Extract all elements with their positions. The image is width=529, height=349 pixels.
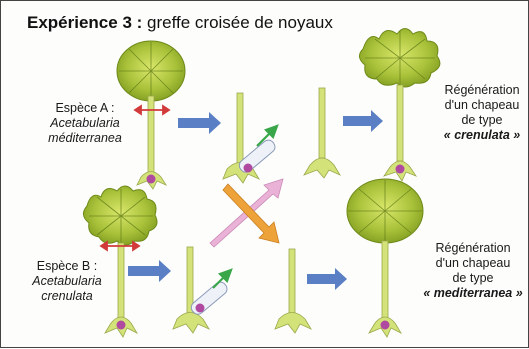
arrow-a-step2 bbox=[343, 110, 383, 132]
alga-b-stalk-rhizoid bbox=[173, 247, 229, 333]
label-result-top: Régénération d'un chapeau de type « cren… bbox=[437, 83, 527, 143]
species-a-name: méditerranea bbox=[48, 131, 122, 145]
alga-a-grafted-stalk bbox=[304, 88, 340, 178]
result-top-line2: d'un chapeau bbox=[437, 98, 527, 113]
alga-b-regenerated bbox=[347, 179, 423, 337]
label-result-bottom: Régénération d'un chapeau de type « medi… bbox=[419, 241, 527, 301]
result-top-line1: Régénération bbox=[437, 83, 527, 98]
label-species-a: Espèce A : Acetabularia méditerranea bbox=[41, 101, 129, 146]
species-a-genus: Acetabularia bbox=[50, 116, 120, 130]
species-b-genus: Acetabularia bbox=[32, 274, 102, 288]
arrow-a-step1 bbox=[178, 112, 221, 134]
title-bold: Expérience 3 : bbox=[27, 13, 142, 32]
label-species-b: Espèce B : Acetabularia crenulata bbox=[23, 259, 111, 304]
result-bottom-type: « mediterranea » bbox=[423, 286, 522, 300]
result-bottom-line2: d'un chapeau bbox=[419, 256, 527, 271]
alga-b-grafted-stalk bbox=[275, 249, 311, 333]
species-b-label: Espèce B : bbox=[23, 259, 111, 274]
arrow-b-step2 bbox=[307, 268, 347, 290]
result-bottom-line1: Régénération bbox=[419, 241, 527, 256]
result-top-type: « crenulata » bbox=[444, 128, 520, 142]
figure-title: Expérience 3 : greffe croisée de noyaux bbox=[27, 13, 333, 33]
result-bottom-line3: de type bbox=[419, 271, 527, 286]
title-rest: greffe croisée de noyaux bbox=[147, 13, 333, 32]
arrow-b-step1 bbox=[128, 260, 171, 282]
alga-a-stalk-rhizoid bbox=[223, 93, 277, 183]
result-top-line3: de type bbox=[437, 113, 527, 128]
species-b-name: crenulata bbox=[41, 289, 92, 303]
species-a-label: Espèce A : bbox=[41, 101, 129, 116]
alga-a-regenerated bbox=[359, 29, 439, 182]
